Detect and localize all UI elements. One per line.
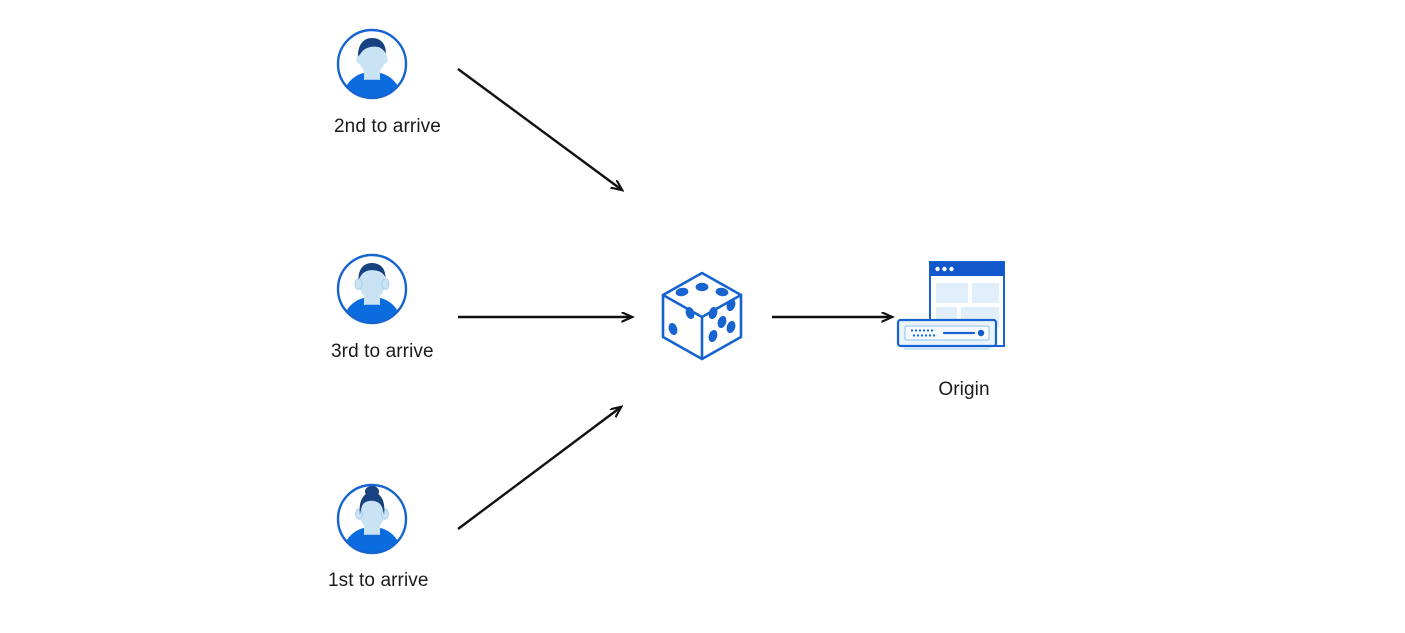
user-avatar-icon bbox=[336, 483, 408, 555]
client-avatar-middle bbox=[334, 251, 410, 327]
client-avatar-top bbox=[334, 26, 410, 102]
dice-node bbox=[659, 270, 745, 362]
client-label-middle: 3rd to arrive bbox=[331, 341, 434, 362]
client-label-top: 2nd to arrive bbox=[334, 116, 441, 137]
arrow-top-client-to-dice bbox=[457, 68, 622, 190]
arrow-bottom-client-to-dice bbox=[457, 407, 621, 530]
origin-server-icon bbox=[896, 261, 1005, 350]
origin-label: Origin bbox=[938, 379, 990, 400]
origin-node bbox=[896, 258, 1008, 358]
client-avatar-bottom bbox=[334, 481, 410, 557]
server-device-icon bbox=[896, 318, 998, 350]
user-avatar-icon bbox=[336, 28, 408, 100]
dice-icon bbox=[661, 271, 743, 361]
user-avatar-icon bbox=[336, 253, 408, 325]
client-label-bottom: 1st to arrive bbox=[328, 570, 429, 591]
